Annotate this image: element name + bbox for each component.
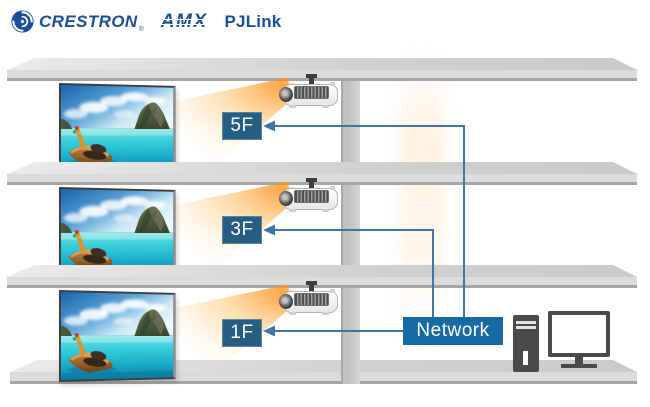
- amx-logo-slit: [158, 23, 210, 26]
- crestron-logo: CRESTRON ®: [10, 9, 144, 34]
- floor-label-5f: 5F: [222, 112, 262, 140]
- tower-slot: [523, 351, 528, 365]
- projector-vent: [294, 190, 329, 203]
- slab-edge: [7, 78, 637, 81]
- projector-knob: [330, 289, 335, 293]
- tower-vent: [516, 326, 536, 329]
- projector-lens: [279, 87, 293, 102]
- floor-3f: 3F: [0, 162, 650, 279]
- brand-logo-row: CRESTRON ® AMX PJLink: [10, 9, 281, 34]
- registered-mark: ®: [138, 26, 144, 33]
- floor-5f: 5F: [0, 58, 650, 175]
- slab-edge: [10, 381, 637, 384]
- network-badge: Network: [403, 317, 503, 345]
- crestron-swirl-icon: [11, 10, 34, 33]
- projector-foot: [322, 209, 329, 212]
- slab-face: [7, 70, 637, 78]
- display-screen: [59, 290, 176, 382]
- pc-tower-icon: [513, 315, 539, 372]
- pjlink-logo-text: PJLink: [224, 11, 282, 31]
- monitor-screen: [548, 311, 610, 357]
- crestron-logo-text: CRESTRON: [39, 11, 138, 31]
- projector-icon: [279, 281, 341, 319]
- projector-foot: [322, 312, 329, 315]
- projector-foot: [289, 209, 296, 212]
- projector-foot: [289, 312, 296, 315]
- projector-foot: [322, 105, 329, 108]
- projector-icon: [279, 178, 341, 216]
- beach-image: [61, 189, 173, 277]
- amx-logo-text: AMX: [160, 10, 208, 32]
- floor-slab: [7, 265, 637, 277]
- projector-foot: [289, 105, 296, 108]
- floor-slab: [7, 58, 637, 70]
- amx-logo-slit: [158, 18, 210, 21]
- ceiling-mount: [306, 74, 317, 78]
- projector-icon: [279, 74, 341, 112]
- amx-logo: AMX: [158, 10, 210, 33]
- monitor-icon: [548, 311, 610, 368]
- projector-knob: [330, 186, 335, 190]
- monitor-stand: [575, 357, 583, 364]
- mount-stem: [309, 77, 314, 86]
- floor-label-1f: 1F: [222, 319, 262, 347]
- floor-slab: [7, 162, 637, 174]
- beach-image: [61, 292, 173, 380]
- projector-vent: [294, 293, 329, 306]
- projector-knob: [330, 82, 335, 86]
- pjlink-logo: PJLink: [225, 12, 282, 32]
- monitor-base: [561, 364, 597, 368]
- projector-lens: [279, 294, 293, 309]
- floor-label-3f: 3F: [222, 216, 262, 244]
- projector-lens: [279, 191, 293, 206]
- tower-vent: [516, 321, 536, 324]
- projector-vent: [294, 86, 329, 99]
- slab-face: [10, 372, 637, 381]
- beach-image: [61, 85, 173, 173]
